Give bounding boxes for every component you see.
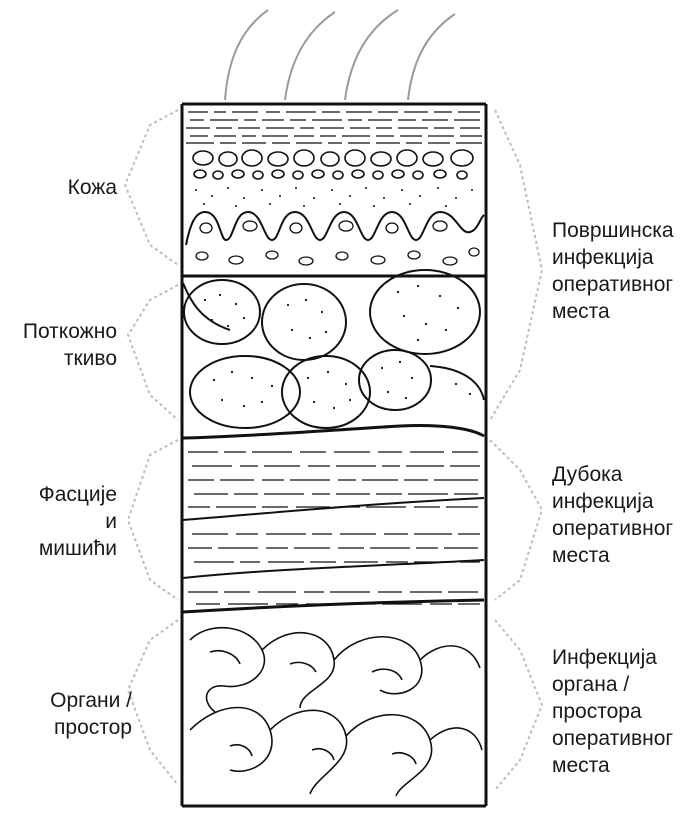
label-organ-space: Органи / простор bbox=[50, 687, 132, 741]
label-fascia-and-muscles: Фасције и мишићи bbox=[39, 481, 117, 562]
skin-layer bbox=[186, 112, 484, 265]
label-skin: Кожа bbox=[68, 174, 117, 201]
muscle-layer bbox=[183, 425, 484, 612]
fat-dots bbox=[204, 285, 471, 409]
right-brackets bbox=[490, 110, 542, 790]
organ-layer bbox=[190, 628, 482, 796]
left-brackets bbox=[125, 110, 178, 785]
label-subcutaneous-tissue: Поткожно ткиво bbox=[23, 318, 117, 372]
column-frame bbox=[182, 104, 486, 806]
subcutaneous-layer bbox=[183, 270, 484, 428]
label-organ-space-ssi: Инфекција органа / простора оперативног … bbox=[552, 644, 673, 779]
hairs bbox=[225, 10, 455, 100]
label-superficial-ssi: Површинска инфекција оперативног места bbox=[552, 217, 674, 325]
label-deep-ssi: Дубока инфекција оперативног места bbox=[552, 461, 673, 569]
